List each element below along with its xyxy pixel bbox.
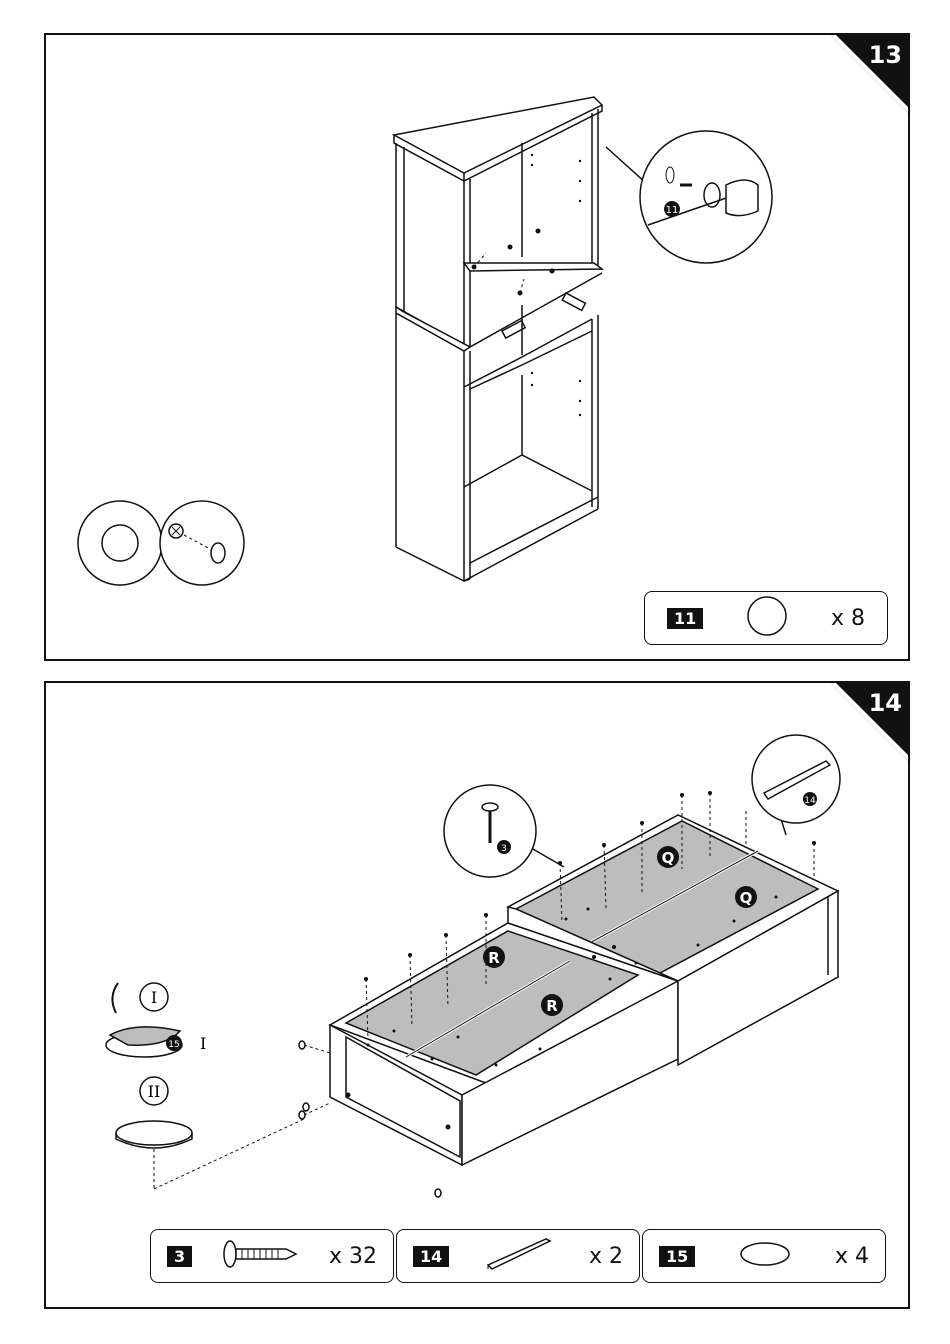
part-3-box: 3 x 32 [150, 1229, 394, 1283]
rail-icon [484, 1237, 554, 1276]
part-15-box: 15 x 4 [642, 1229, 886, 1283]
step-13-parts-list: 11 x 8 [644, 591, 888, 645]
panel-label-r2: R [546, 997, 558, 1015]
base-assembly-drawing: Q Q R R 3 14 I 15 I II [46, 683, 908, 1307]
part-15-id: 15 [659, 1246, 695, 1267]
step-14-number: 14 [869, 689, 902, 717]
felt-pad-detail-label: 15 [168, 1040, 179, 1050]
step-14-panel: Q Q R R 3 14 I 15 I II 14 [44, 681, 910, 1309]
step-13-corner-badge: 13 [828, 33, 910, 115]
step-13-number: 13 [869, 41, 902, 69]
substep-i-label: I [151, 988, 157, 1007]
part-14-box: 14 x 2 [396, 1229, 640, 1283]
rail-detail-label: 14 [804, 796, 816, 806]
round-cap-icon [746, 595, 788, 642]
panel-label-r1: R [488, 949, 500, 967]
step-14-corner-badge: 14 [828, 681, 910, 763]
step-13-panel: 11 13 11 x 8 [44, 33, 910, 661]
part-3-id: 3 [167, 1246, 192, 1267]
screw-detail-label: 3 [501, 844, 507, 854]
part-15-qty: x 4 [835, 1244, 869, 1269]
part-3-qty: x 32 [329, 1244, 377, 1269]
cap-closeup-detail [46, 35, 908, 659]
substep-i-side-label: I [200, 1034, 206, 1053]
part-14-qty: x 2 [589, 1244, 623, 1269]
substep-ii-label: II [148, 1082, 161, 1101]
panel-label-q2: Q [740, 889, 753, 907]
felt-pad-icon [738, 1239, 792, 1274]
part-11-qty: x 8 [831, 606, 865, 631]
part-11-id: 11 [667, 608, 703, 629]
screw-icon [222, 1237, 300, 1276]
part-14-id: 14 [413, 1246, 449, 1267]
panel-label-q1: Q [662, 849, 675, 867]
